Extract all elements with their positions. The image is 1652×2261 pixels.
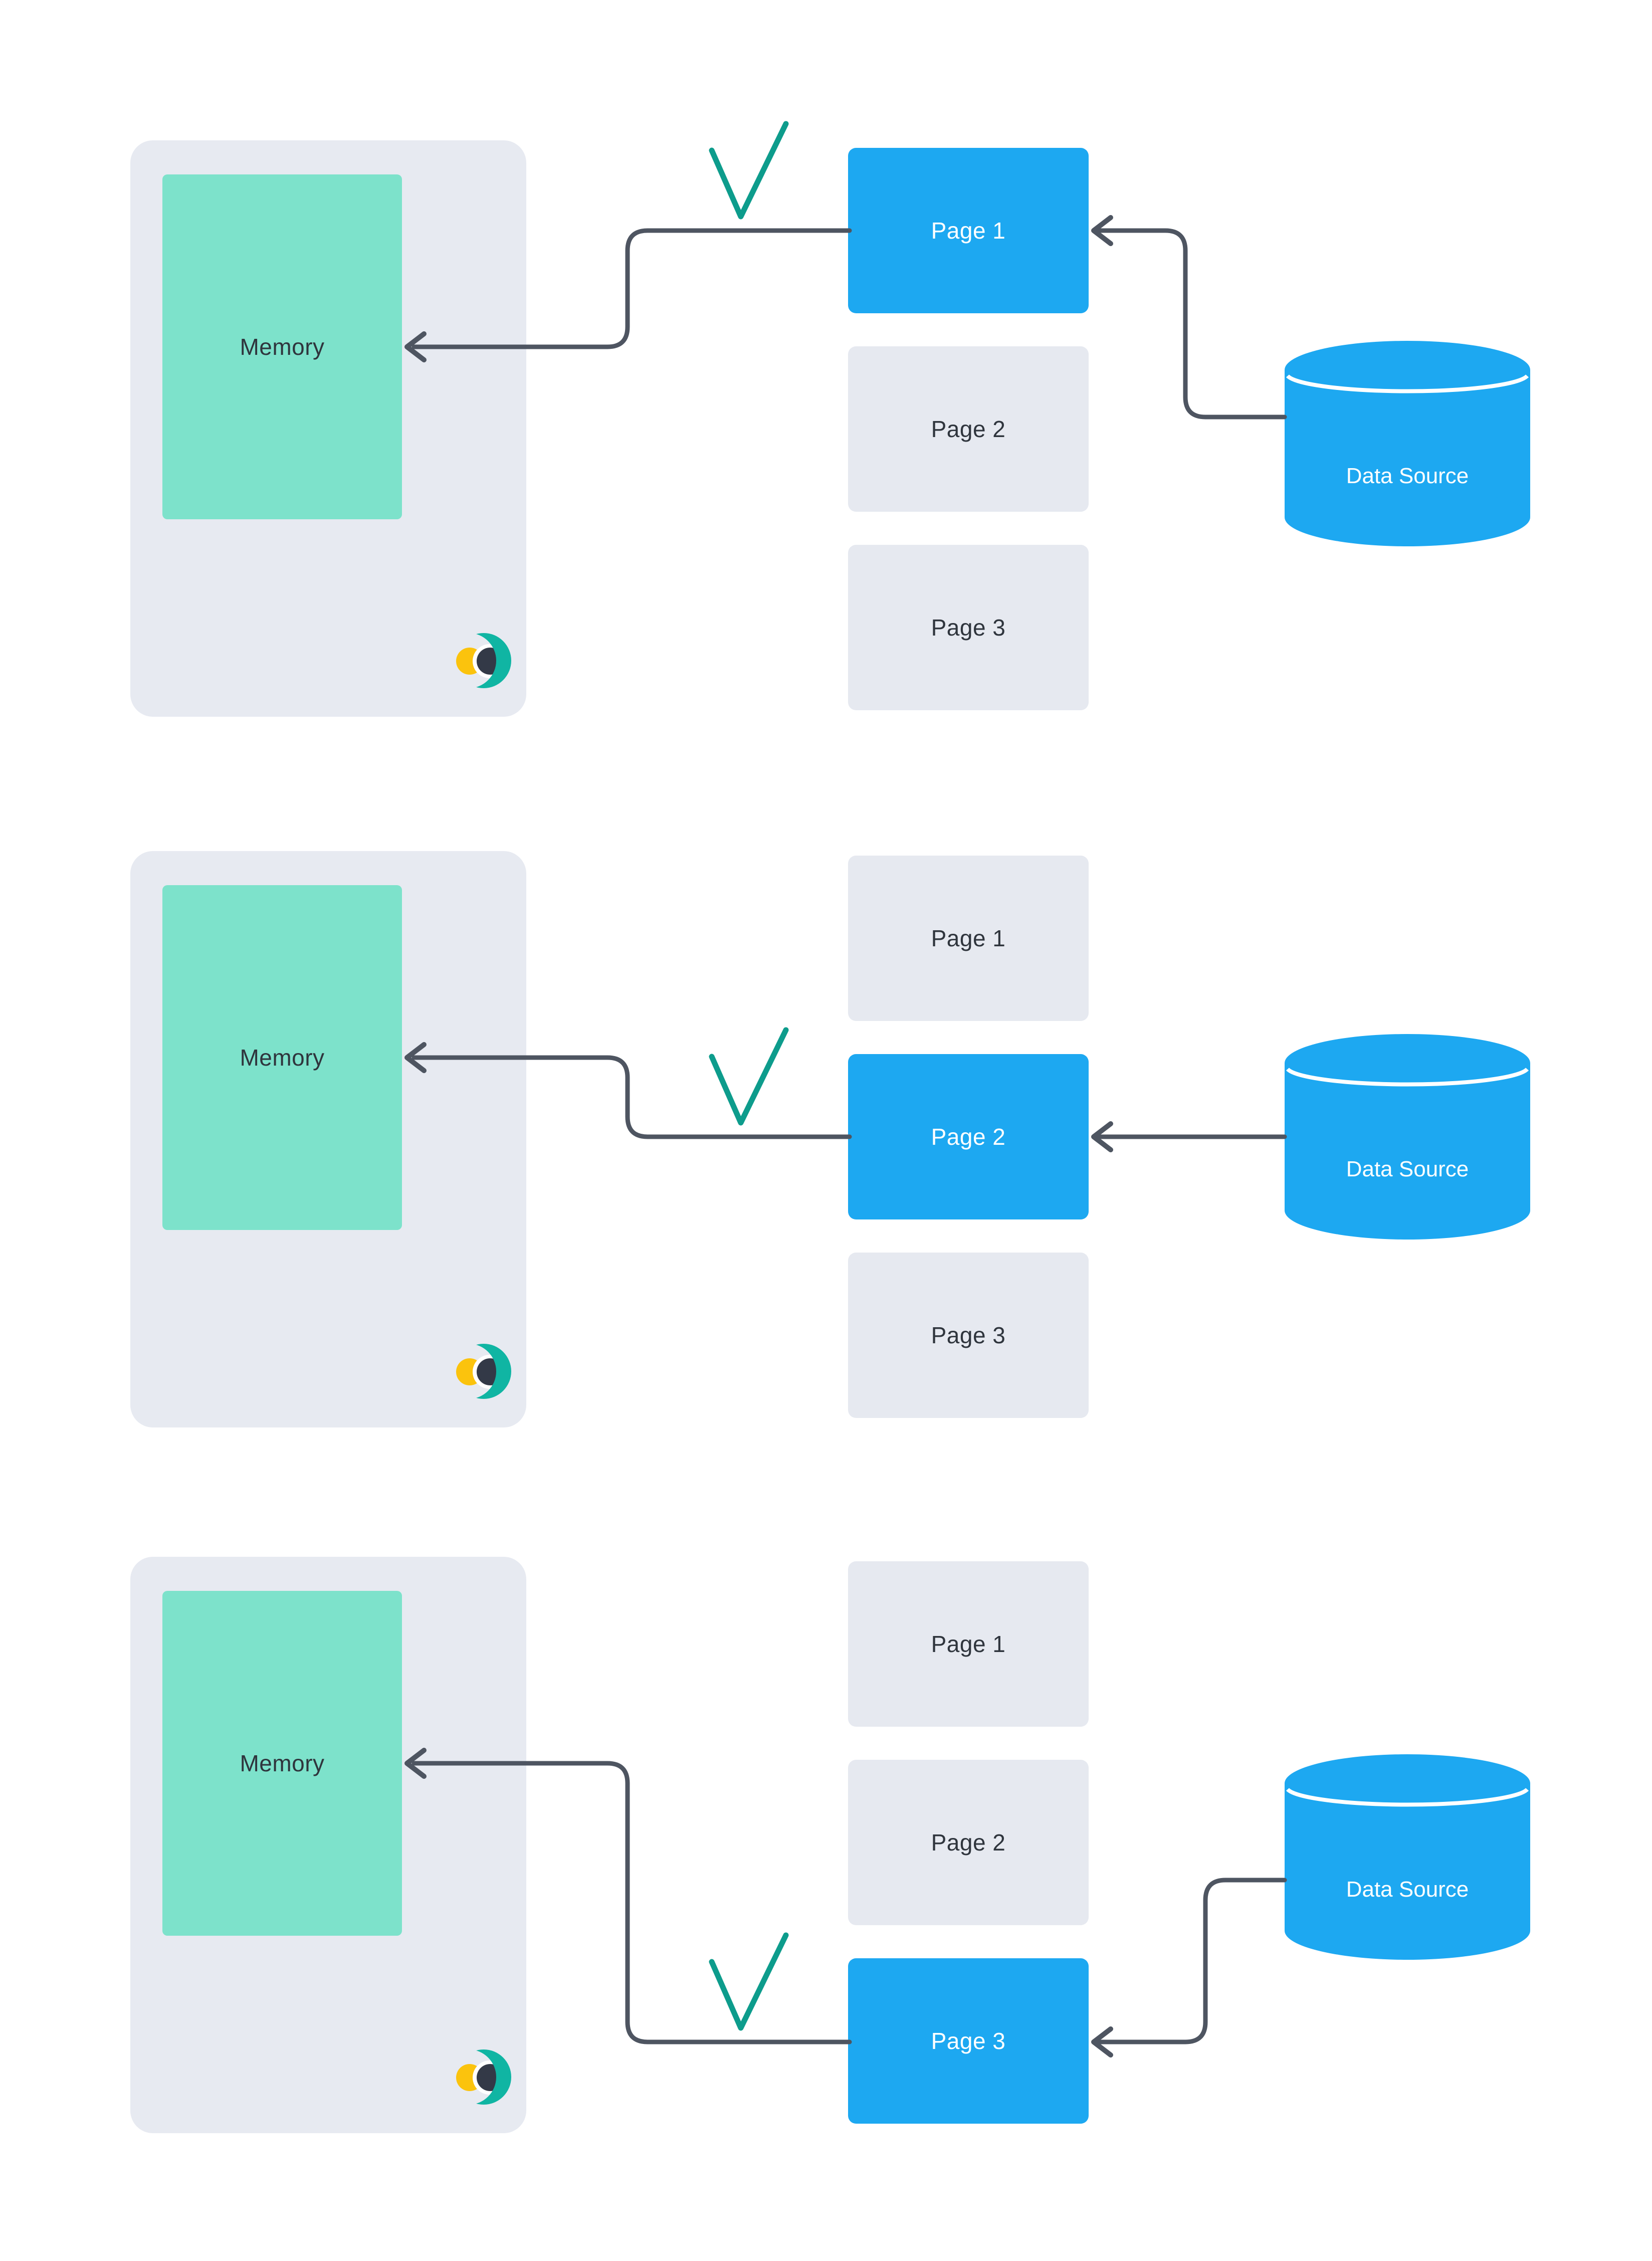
data-source-label: Data Source	[1346, 1877, 1469, 1902]
page-label: Page 3	[931, 1322, 1006, 1348]
arrow-datasource-to-page1	[1091, 215, 1287, 420]
page-label: Page 3	[931, 2028, 1006, 2054]
memory-label: Memory	[240, 1045, 325, 1071]
page-label: Page 2	[931, 1124, 1006, 1150]
page-label: Page 1	[931, 925, 1006, 951]
checkmark-icon-step3	[709, 1932, 789, 2031]
checkmark-icon-step2	[709, 1027, 789, 1126]
page-label: Page 2	[931, 1829, 1006, 1856]
page-box-3-step3: Page 3	[848, 1958, 1089, 2124]
page-box-2-step1: Page 2	[848, 346, 1089, 512]
page-box-1-step3: Page 1	[848, 1561, 1089, 1727]
page-box-1-step2: Page 1	[848, 856, 1089, 1021]
data-source-cylinder-step2	[1285, 1034, 1530, 1240]
memory-label: Memory	[240, 334, 325, 360]
arrow-datasource-to-page2	[1091, 1121, 1287, 1152]
page-label: Page 1	[931, 218, 1006, 244]
memory-box-step3: Memory	[162, 1591, 402, 1936]
page-label: Page 3	[931, 614, 1006, 641]
memory-label: Memory	[240, 1750, 325, 1776]
data-source-label: Data Source	[1346, 1157, 1469, 1181]
memory-box-step2: Memory	[162, 885, 402, 1230]
checkmark-icon-step1	[709, 121, 789, 220]
page-box-3-step1: Page 3	[848, 545, 1089, 710]
data-source-cylinder-step1	[1285, 341, 1530, 546]
page-box-1-step1: Page 1	[848, 148, 1089, 313]
memory-box-step1: Memory	[162, 174, 402, 519]
data-source-cylinder-step3	[1285, 1754, 1530, 1960]
page-box-2-step2: Page 2	[848, 1054, 1089, 1219]
page-label: Page 1	[931, 1631, 1006, 1657]
page-box-2-step3: Page 2	[848, 1760, 1089, 1925]
data-source-label: Data Source	[1346, 464, 1469, 488]
page-box-3-step2: Page 3	[848, 1253, 1089, 1418]
arrow-datasource-to-page3	[1091, 1878, 1287, 2058]
page-label: Page 2	[931, 416, 1006, 442]
